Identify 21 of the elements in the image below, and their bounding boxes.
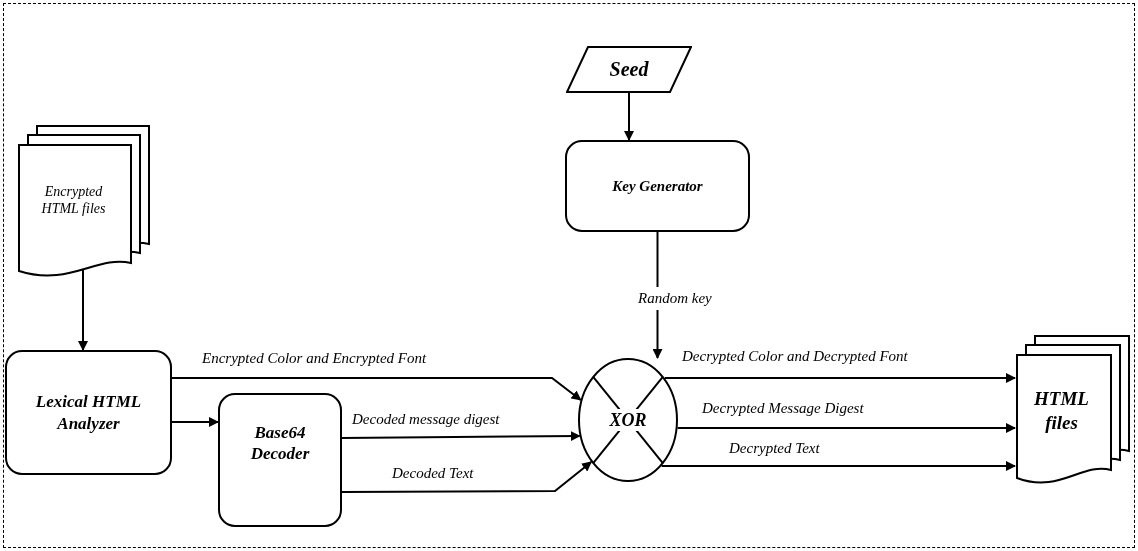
arrow: [676, 423, 1016, 433]
node-label: Encrypted HTML files: [40, 182, 107, 218]
node-label: Seed: [609, 57, 649, 82]
arrow: [78, 269, 88, 351]
process-box: [5, 350, 172, 475]
input-parallelogram: [566, 46, 692, 93]
process-box: [218, 393, 342, 527]
xor-circle: [578, 358, 678, 482]
node-label: Base64 Decoder: [249, 421, 311, 465]
node-label: XOR: [607, 408, 649, 432]
arrow: [341, 431, 581, 442]
node-label: Lexical HTML Analyzer: [34, 391, 143, 434]
arrow: [341, 461, 593, 493]
node-label: Key Generator: [612, 176, 703, 196]
arrow: [171, 417, 219, 427]
arrow: [624, 92, 634, 141]
arrow: [171, 377, 582, 401]
edge-label: Random key: [636, 287, 714, 310]
node-label: HTML files: [1033, 386, 1090, 435]
arrow: [660, 461, 1016, 471]
process-box: [565, 140, 750, 232]
